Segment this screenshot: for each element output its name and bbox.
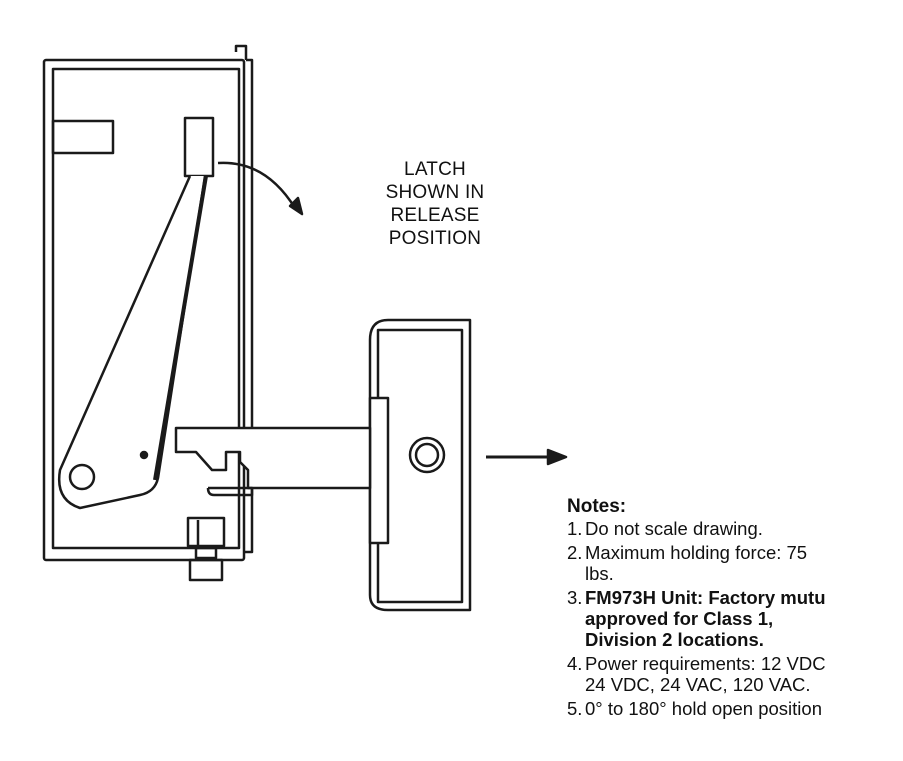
note-line: Do not scale drawing. <box>585 518 763 539</box>
latch-position-label: LATCH SHOWN IN RELEASE POSITION <box>360 158 510 250</box>
note-line: 0° to 180° hold open position <box>585 698 822 719</box>
notes-title: Notes: <box>567 496 627 517</box>
label-line: RELEASE <box>390 205 480 226</box>
note-line: FM973H Unit: Factory mutu <box>585 587 826 608</box>
note-item: 4. Power requirements: 12 VDC 24 VDC, 24… <box>567 653 903 695</box>
note-item: 3. FM973H Unit: Factory mutu approved fo… <box>567 587 903 650</box>
note-text: Do not scale drawing. <box>585 518 763 539</box>
note-line: lbs. <box>585 563 614 584</box>
note-text: 0° to 180° hold open position <box>585 698 822 719</box>
note-line: Power requirements: 12 VDC <box>585 653 826 674</box>
note-text: Power requirements: 12 VDC 24 VDC, 24 VA… <box>585 653 826 695</box>
note-number: 1. <box>567 518 583 539</box>
note-number: 2. <box>567 542 583 563</box>
note-number: 5. <box>567 698 583 719</box>
note-line: approved for Class 1, <box>585 608 774 629</box>
mounting-hole <box>408 436 446 474</box>
latch-arm <box>174 426 372 497</box>
note-number: 4. <box>567 653 583 674</box>
note-text: FM973H Unit: Factory mutu approved for C… <box>585 587 826 650</box>
pivot-hole <box>68 463 96 491</box>
release-arrow <box>217 161 304 216</box>
armature-plate <box>368 318 472 612</box>
note-line: 24 VDC, 24 VAC, 120 VAC. <box>585 674 811 695</box>
indicator-window <box>51 119 115 155</box>
note-line: Maximum holding force: 75 <box>585 542 808 563</box>
note-item: 1. Do not scale drawing. <box>567 518 903 539</box>
adjusting-screw <box>186 516 226 582</box>
note-line: Division 2 locations. <box>585 629 764 650</box>
note-text: Maximum holding force: 75 lbs. <box>585 542 807 584</box>
pull-direction-arrow <box>486 448 568 466</box>
label-line: LATCH <box>404 159 466 180</box>
latch-lever <box>57 116 215 510</box>
note-item: 5. 0° to 180° hold open position <box>567 698 903 719</box>
label-line: POSITION <box>388 228 482 249</box>
label-line: SHOWN IN <box>385 182 485 203</box>
housing <box>42 44 254 562</box>
note-item: 2. Maximum holding force: 75 lbs. <box>567 542 903 584</box>
note-number: 3. <box>567 587 583 608</box>
notes-block: Notes: 1. Do not scale drawing. 2. Maxim… <box>567 496 903 722</box>
